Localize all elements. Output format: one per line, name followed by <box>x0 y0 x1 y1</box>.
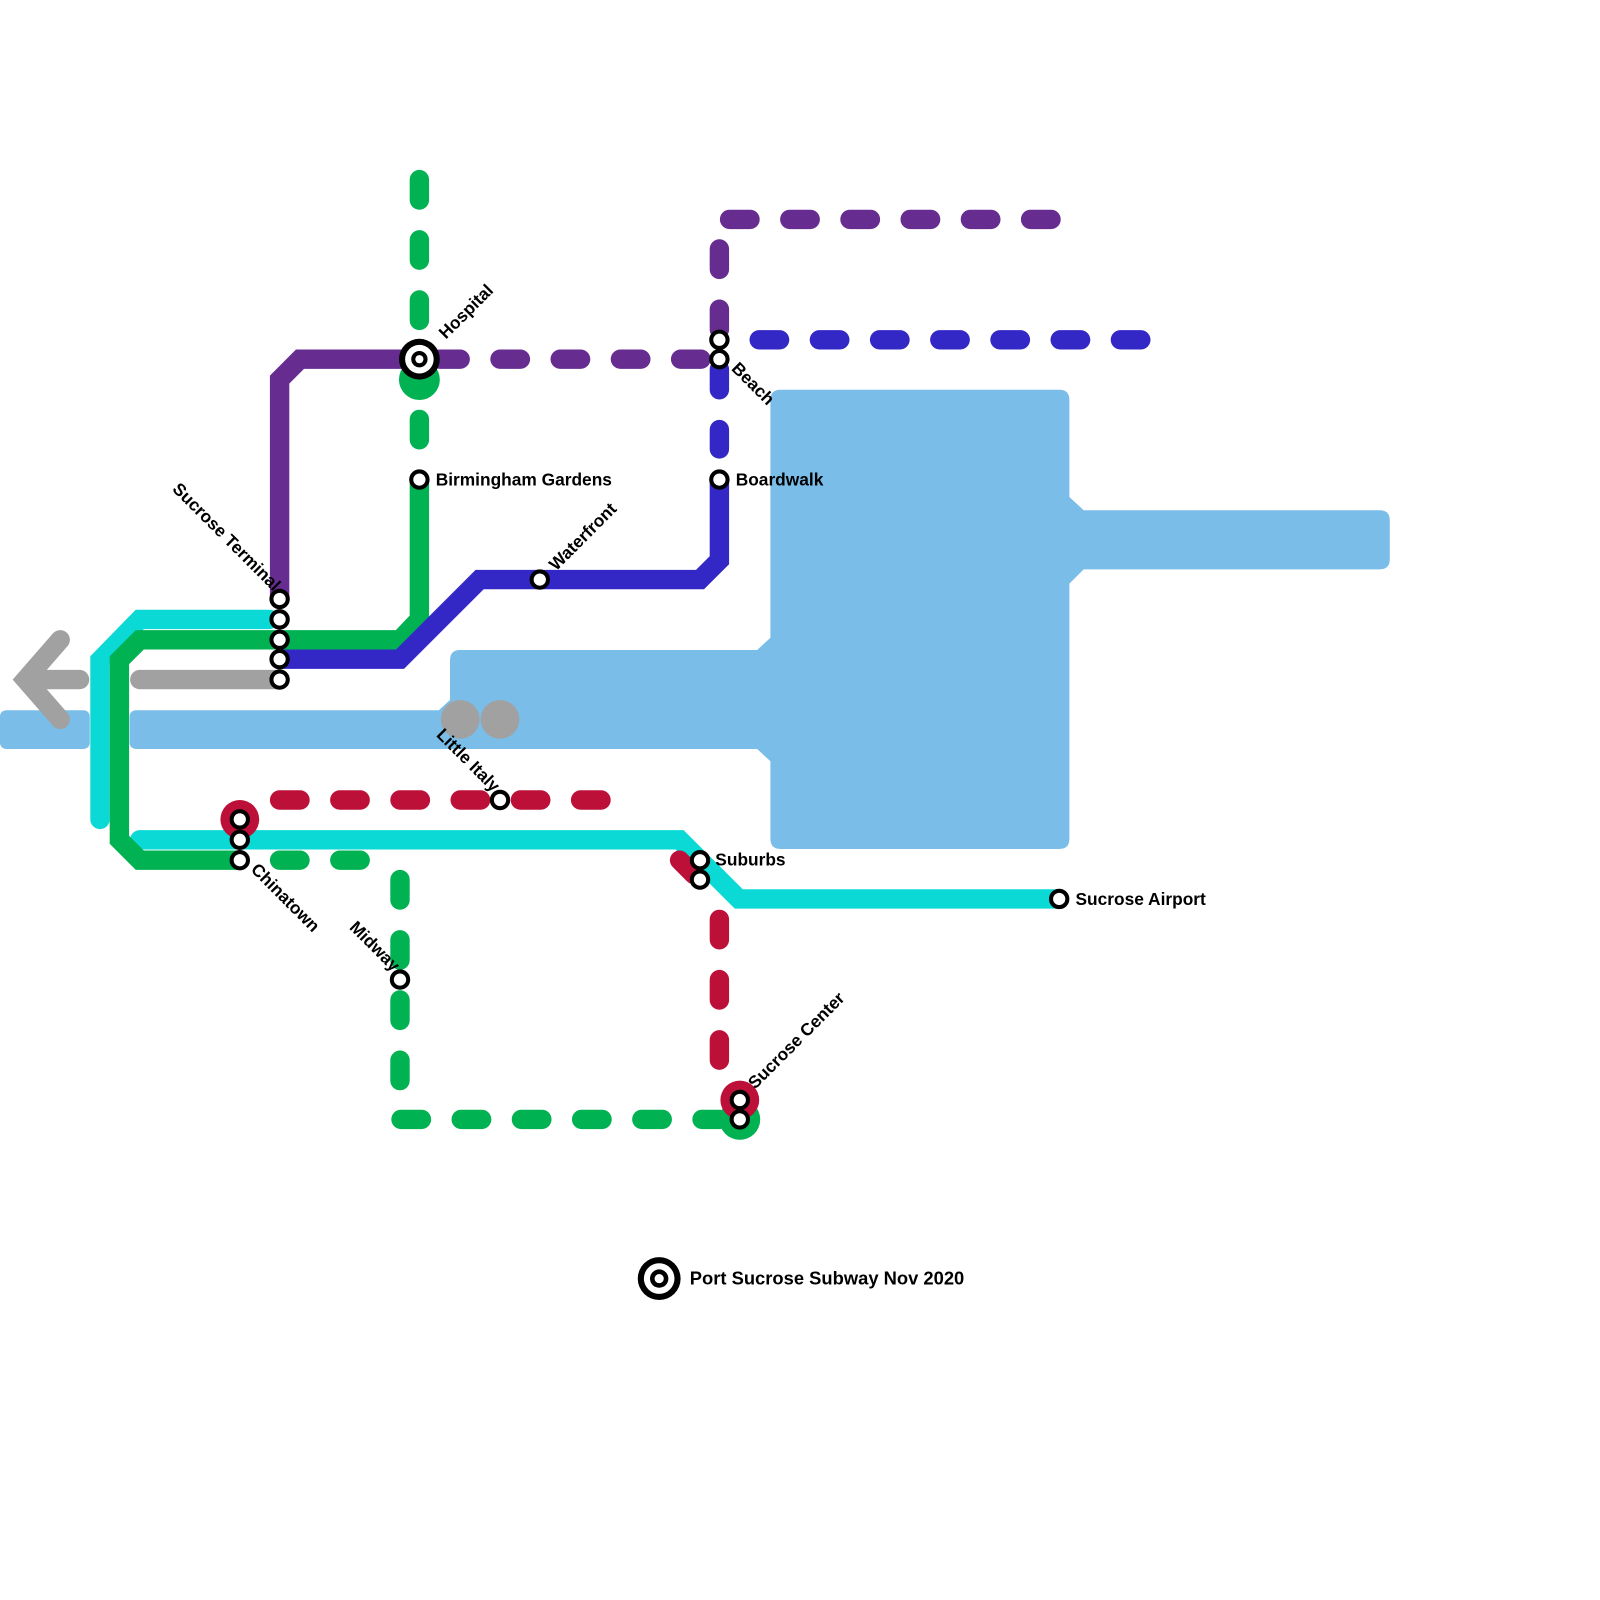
station-label: Suburbs <box>715 849 785 869</box>
station-label: Hospital <box>435 280 497 342</box>
gray-line[interactable] <box>12 630 520 739</box>
map-legend: Port Sucrose Subway Nov 2020 <box>637 1257 964 1300</box>
water-channel-mid <box>129 710 467 749</box>
station-suburbs[interactable]: Suburbs <box>689 849 786 890</box>
station-label: Sucrose Airport <box>1076 889 1207 909</box>
station-label: Birmingham Gardens <box>436 470 612 490</box>
map-title: Port Sucrose Subway Nov 2020 <box>690 1268 964 1289</box>
station-label: Boardwalk <box>736 470 824 490</box>
station-label: Chinatown <box>247 859 324 936</box>
station-label: Waterfront <box>545 498 621 574</box>
arrow-left-icon <box>12 630 70 730</box>
cyan-line[interactable] <box>90 609 1069 909</box>
station-label: Beach <box>728 358 779 409</box>
station-label: Sucrose Terminal <box>169 479 285 595</box>
gray-station-marker <box>440 700 480 739</box>
station-label: Sucrose Center <box>744 988 849 1093</box>
gray-station-marker <box>480 700 520 739</box>
station-sucrose-airport[interactable]: Sucrose Airport <box>1048 888 1207 910</box>
water-bay <box>438 389 1390 849</box>
station-birmingham-gardens[interactable]: Birmingham Gardens <box>409 469 612 490</box>
purple-line[interactable] <box>269 209 1071 609</box>
green-line[interactable] <box>109 169 761 1140</box>
blue-line[interactable] <box>269 330 1160 669</box>
station-boardwalk[interactable]: Boardwalk <box>709 469 824 490</box>
